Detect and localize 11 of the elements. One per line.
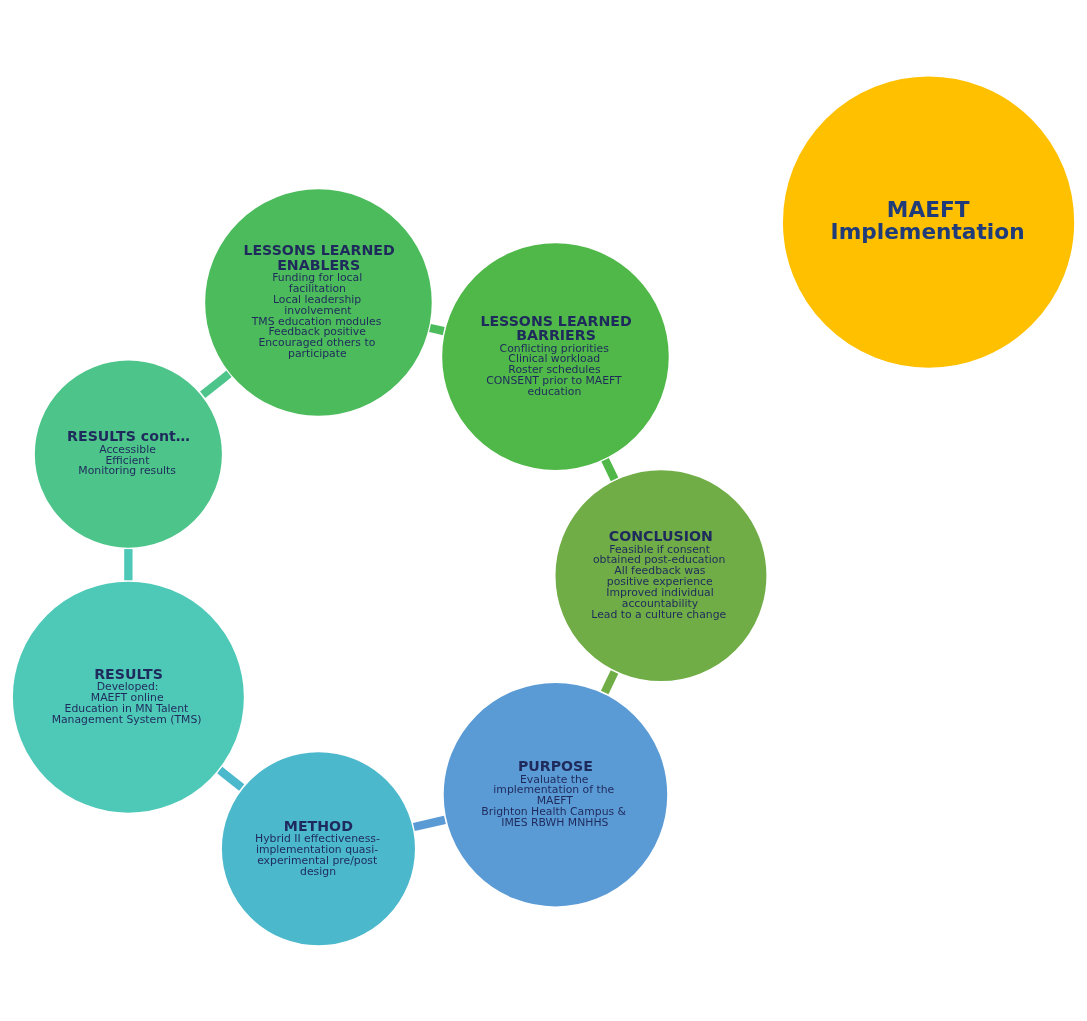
node-circle: CONCLUSION Feasible if consent obtained post-education All feedback was positive experience Improved individual accountability Lead to a culture change <box>553 467 769 684</box>
node-circle: LESSONS LEARNED BARRIERS Conflicting priorities Clinical workload Roster schedules CONSENT prior to MAEFT education <box>439 240 672 472</box>
connector <box>200 370 232 398</box>
node-circle: RESULTS cont… Accessible Efficient Monitoring results <box>32 357 225 550</box>
node-circle: MAEFT Implementation <box>780 73 1077 370</box>
connector <box>601 457 619 481</box>
connector <box>217 766 245 791</box>
connector <box>124 548 133 580</box>
connector <box>412 815 446 831</box>
connector <box>600 669 619 694</box>
connector <box>429 323 445 335</box>
